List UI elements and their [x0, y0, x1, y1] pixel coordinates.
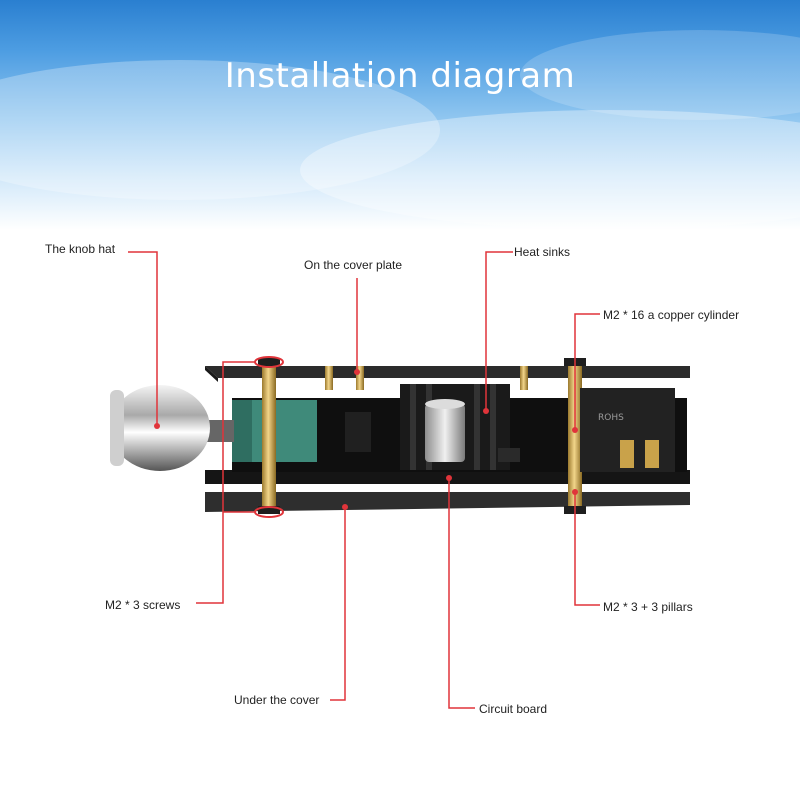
heat-sink-fin: [410, 384, 416, 470]
label-pillars: M2 * 3 + 3 pillars: [603, 600, 693, 614]
copper-standoff-left: [262, 366, 276, 506]
leader-screws: [196, 361, 255, 604]
leader-lines: [128, 251, 600, 709]
leader-under-cover: [330, 507, 346, 701]
copper-standoff-right: [568, 366, 582, 506]
knob-hat: [110, 385, 210, 471]
banner-highlight: [300, 110, 800, 230]
screw-bottom-left: [258, 506, 280, 514]
banner-highlight: [0, 60, 440, 200]
pillar-top: [520, 366, 528, 390]
label-knob-hat: The knob hat: [45, 242, 116, 256]
audio-jack-contact: [620, 440, 634, 468]
knob-hat-face: [110, 390, 124, 466]
audio-jack-contact: [645, 440, 659, 468]
pillar-top: [325, 366, 333, 390]
header-banner: [0, 0, 800, 230]
label-under-cover: Under the cover: [234, 693, 320, 707]
label-cover-plate: On the cover plate: [304, 258, 403, 272]
top-cover-edge: [205, 366, 218, 382]
label-screws: M2 * 3 screws: [105, 598, 181, 612]
capacitor-top: [425, 399, 465, 409]
heat-sink-fin: [490, 384, 496, 470]
label-copper-cylinder: M2 * 16 a copper cylinder: [603, 308, 740, 322]
potentiometer-shade: [232, 400, 252, 462]
leader-copper-cylinder: [574, 313, 600, 430]
electrolytic-capacitor: [425, 404, 465, 462]
leader-pillars: [574, 492, 600, 606]
leader-knob-hat: [128, 251, 158, 426]
rohs-marking: ROHS: [598, 413, 624, 423]
leader-circuit-board: [448, 478, 475, 709]
pillar-top: [356, 366, 364, 390]
banner-highlight: [520, 30, 800, 120]
top-cover-plate: [205, 366, 690, 378]
label-heat-sinks: Heat sinks: [514, 245, 571, 259]
label-circuit-board: Circuit board: [479, 702, 548, 716]
leader-heat-sinks: [485, 251, 513, 411]
chip-component: [498, 448, 520, 462]
heat-sink-fin: [474, 384, 480, 470]
screw-top-left: [258, 358, 280, 366]
chip-component: [345, 412, 371, 452]
page-title: Installation diagram: [224, 56, 576, 96]
